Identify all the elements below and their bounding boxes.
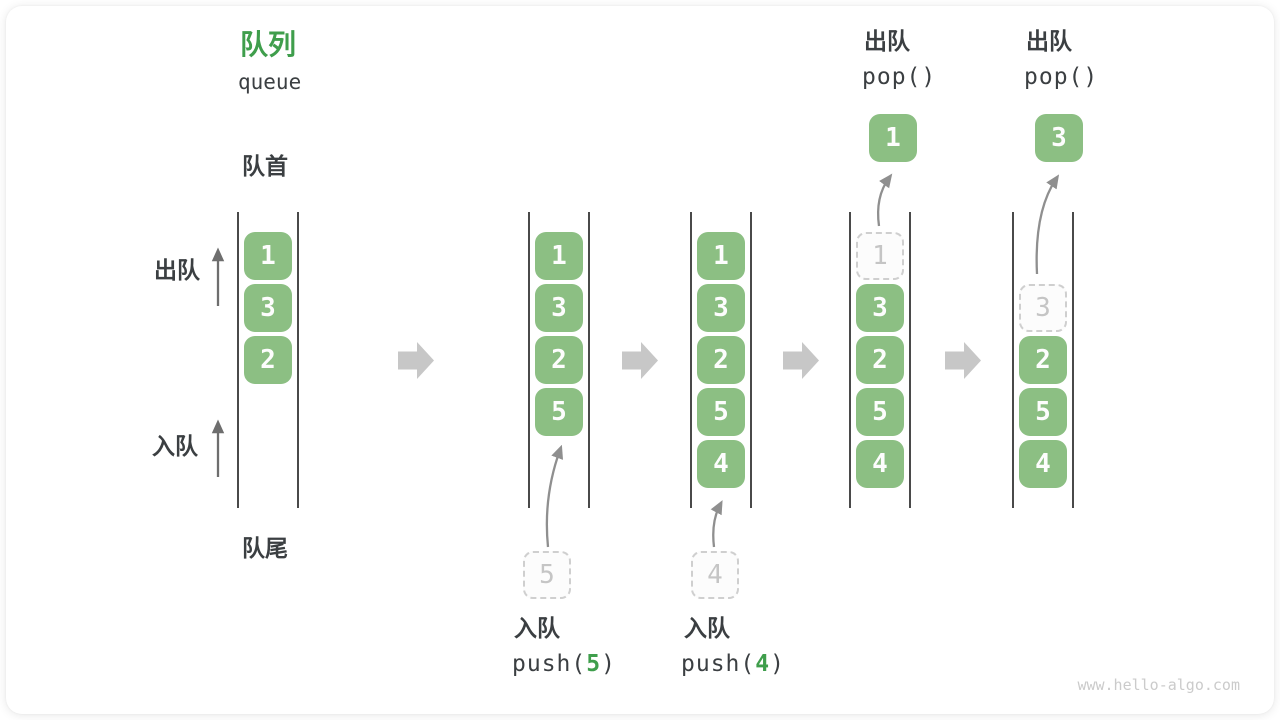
queue-state-4: 出队 pop() 1 1 3 2 5 4: [849, 0, 935, 720]
op-label-dequeue: 出队: [1026, 28, 1072, 54]
container-line-left: [237, 212, 239, 508]
queue-block: 3: [535, 284, 583, 332]
container-line-right: [1072, 212, 1074, 508]
container-line-right: [588, 212, 590, 508]
queue-block: 3: [697, 284, 745, 332]
queue-state-1: 1 3 2: [237, 0, 299, 720]
queue-block: 5: [535, 388, 583, 436]
queue-block: 1: [535, 232, 583, 280]
op-label-enqueue: 入队: [684, 615, 730, 641]
code-fn: push(: [681, 651, 756, 677]
queue-block: 3: [244, 284, 292, 332]
label-enqueue: 入队: [152, 433, 198, 459]
queue-block: 2: [856, 336, 904, 384]
code-arg: 4: [755, 651, 771, 677]
container-line-left: [849, 212, 851, 508]
code-close: ): [770, 651, 785, 677]
queue-block: 2: [697, 336, 745, 384]
queue-state-2: 1 3 2 5 5 入队 push(5): [512, 0, 615, 720]
container-line-right: [297, 212, 299, 508]
queue-block: 4: [1019, 440, 1067, 488]
queue-block: 1: [244, 232, 292, 280]
queue-block: 4: [856, 440, 904, 488]
op-code-pop: pop(): [862, 64, 937, 90]
diagram-card: [6, 6, 1274, 714]
label-dequeue: 出队: [154, 257, 200, 283]
incoming-ghost-block: 5: [523, 551, 571, 599]
container-line-left: [690, 212, 692, 508]
container-line-right: [750, 212, 752, 508]
label-queue-rear: 队尾: [242, 535, 288, 561]
label-queue-front: 队首: [242, 153, 288, 179]
code-arg: 5: [586, 651, 602, 677]
op-code-push4: push(4): [681, 651, 785, 677]
container-line-left: [528, 212, 530, 508]
queue-block: 1: [856, 232, 904, 280]
queue-state-3: 1 3 2 5 4 4 入队 push(4): [681, 0, 784, 720]
title-chinese: 队列: [240, 29, 297, 60]
queue-block: 5: [856, 388, 904, 436]
op-code-push5: push(5): [512, 651, 616, 677]
queue-block: 2: [244, 336, 292, 384]
op-code-pop: pop(): [1024, 64, 1099, 90]
container-line-right: [909, 212, 911, 508]
popped-block: 3: [1035, 114, 1083, 162]
container-line-left: [1012, 212, 1014, 508]
watermark: www.hello-algo.com: [1077, 676, 1240, 694]
queue-block: 5: [1019, 388, 1067, 436]
queue-state-5: 出队 pop() 3 3 2 5 4: [1012, 0, 1097, 720]
title-english: queue: [238, 70, 302, 94]
queue-block: 3: [856, 284, 904, 332]
queue-block: 3: [1019, 284, 1067, 332]
queue-block: 2: [535, 336, 583, 384]
queue-block: 5: [697, 388, 745, 436]
code-close: ): [601, 651, 616, 677]
queue-block: 1: [697, 232, 745, 280]
popped-block: 1: [869, 114, 917, 162]
queue-block: 4: [697, 440, 745, 488]
op-label-dequeue: 出队: [864, 28, 910, 54]
incoming-ghost-block: 4: [691, 551, 739, 599]
op-label-enqueue: 入队: [514, 615, 560, 641]
queue-block: 2: [1019, 336, 1067, 384]
code-fn: push(: [512, 651, 587, 677]
